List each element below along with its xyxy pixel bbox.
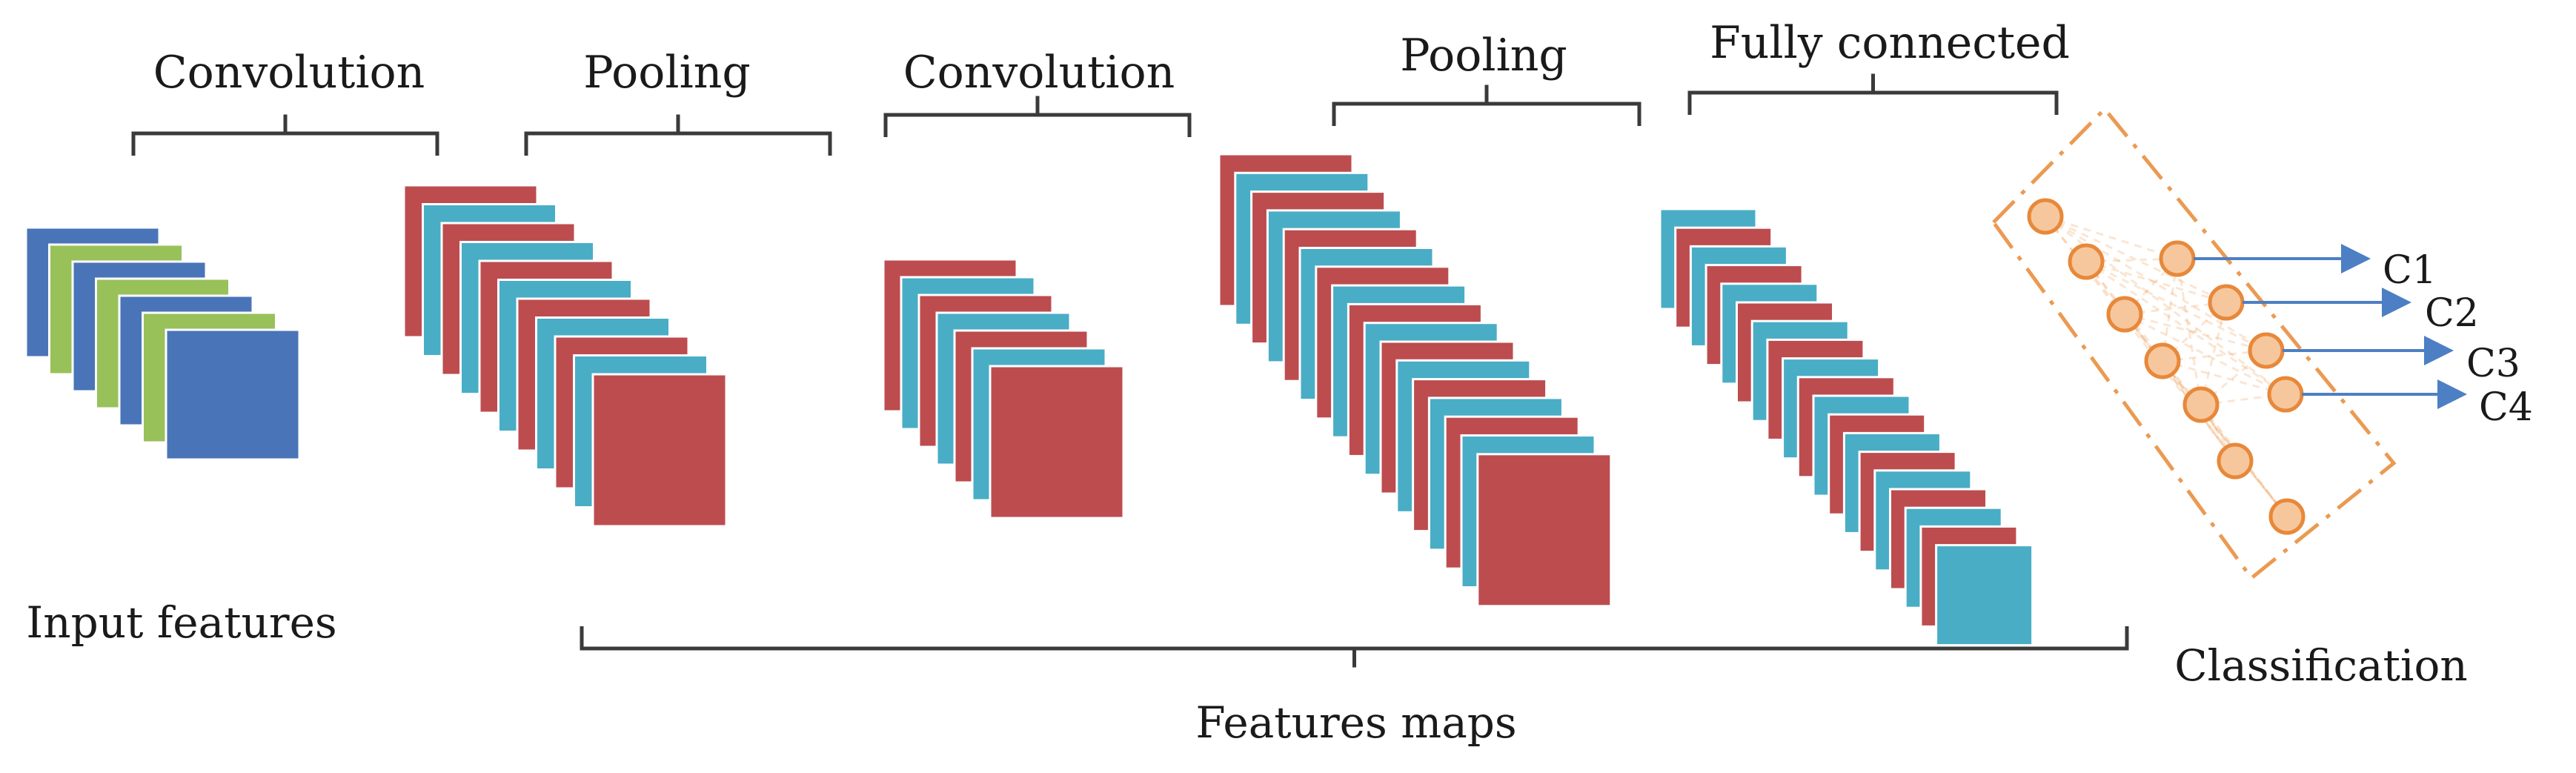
pool1-stack-sheet: [591, 373, 728, 528]
neuron-link: [2045, 215, 2178, 260]
neuron: [2144, 342, 2181, 379]
features-maps-label: Features maps: [1195, 697, 1516, 748]
neuron-link: [2045, 215, 2227, 304]
neuron: [2208, 284, 2245, 321]
neuron-link: [2161, 360, 2288, 517]
neuron: [2267, 376, 2304, 413]
output-arrows: [2194, 244, 2467, 409]
neuron-link: [2161, 360, 2237, 462]
neuron: [2182, 386, 2220, 423]
neuron-link: [2085, 260, 2227, 304]
classification-label: Classification: [2174, 640, 2467, 691]
neuron-link: [2045, 215, 2286, 396]
pool2-brace: [1332, 84, 1641, 126]
neuron-link: [2176, 258, 2202, 405]
neuron: [2068, 243, 2105, 280]
class-label: C4: [2479, 385, 2533, 430]
neuron: [2248, 332, 2285, 369]
classification-dashed-outline: [1991, 106, 2397, 581]
braces-group: [131, 73, 2129, 668]
conv2-label: Convolution: [903, 47, 1175, 99]
conv2-stack-sheet: [989, 365, 1125, 520]
neuron-link: [2123, 313, 2237, 462]
pool1-brace: [524, 114, 832, 156]
fc-brace: [1687, 73, 2059, 115]
conv2-brace: [883, 96, 1192, 137]
features-maps-brace: [580, 626, 2129, 668]
conv1-label: Convolution: [153, 47, 425, 99]
neuron: [2268, 498, 2306, 535]
input-features-stack-sheet: [165, 328, 301, 461]
neuron-link: [2085, 260, 2267, 352]
feature-map-stacks: [24, 153, 2034, 647]
class-label: C2: [2425, 291, 2479, 336]
conv1-brace: [131, 114, 439, 156]
input-features-stack: [24, 226, 301, 461]
input-features-label: Input features: [26, 597, 336, 648]
pool1-label: Pooling: [583, 47, 751, 99]
neuron: [2159, 240, 2196, 277]
neuron: [2217, 442, 2254, 480]
class-label: C1: [2383, 248, 2437, 293]
neuron: [2027, 198, 2064, 235]
fc-stack: [1659, 208, 2034, 647]
pool2-label: Pooling: [1400, 30, 1567, 82]
pool2-stack-sheet: [1476, 453, 1613, 608]
neuron-link: [2124, 313, 2286, 396]
pool1-stack: [402, 184, 728, 528]
pool2-stack: [1218, 153, 1613, 608]
neuron: [2106, 296, 2143, 333]
fc-stack-sheet: [1935, 544, 2034, 647]
neuron-link: [2124, 313, 2267, 352]
conv2-stack: [882, 258, 1125, 520]
fc-label: Fully connected: [1710, 17, 2070, 69]
neuron-link: [2045, 215, 2267, 352]
class-label: C3: [2466, 342, 2520, 386]
neurons: [2027, 198, 2306, 535]
